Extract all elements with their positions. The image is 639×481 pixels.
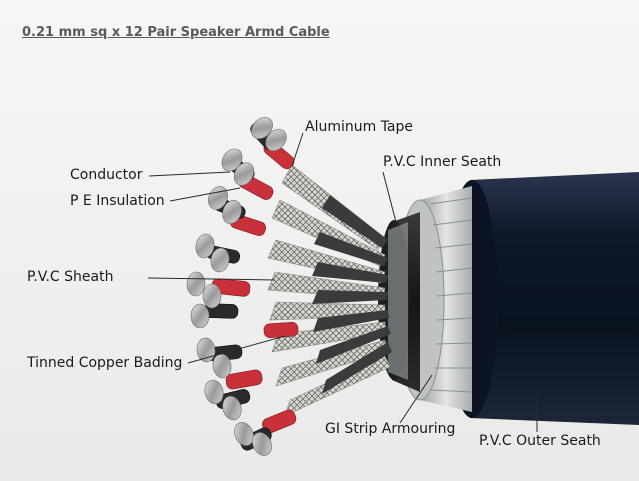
label-pe-insulation: P E Insulation — [70, 193, 165, 209]
leader-gi-armouring — [399, 374, 433, 424]
label-conductor: Conductor — [70, 167, 143, 183]
label-pvc-outer-seath: P.V.C Outer Seath — [479, 433, 601, 449]
cable-pairs — [186, 117, 392, 456]
leader-pvc-sheath — [147, 277, 276, 281]
label-pvc-inner-seath: P.V.C Inner Seath — [383, 154, 502, 170]
pvc-outer-sheath — [446, 172, 639, 425]
label-tinned-copper-bading: Tinned Copper Bading — [27, 355, 183, 371]
leader-inner-seath — [382, 171, 398, 227]
diagram-title: 0.21 mm sq x 12 Pair Speaker Armd Cable — [22, 25, 330, 40]
label-pvc-sheath: P.V.C Sheath — [27, 269, 114, 285]
leader-conductor — [148, 171, 231, 177]
leader-lines — [147, 132, 538, 432]
label-aluminum-tape: Aluminum Tape — [305, 119, 414, 135]
leader-aluminum-tape — [291, 132, 304, 167]
pvc-inner-sheath — [378, 212, 420, 392]
leader-tinned-copper — [187, 335, 286, 364]
leader-pe-insulation — [169, 187, 241, 202]
label-gi-strip-armouring: GI Strip Armouring — [325, 421, 456, 437]
